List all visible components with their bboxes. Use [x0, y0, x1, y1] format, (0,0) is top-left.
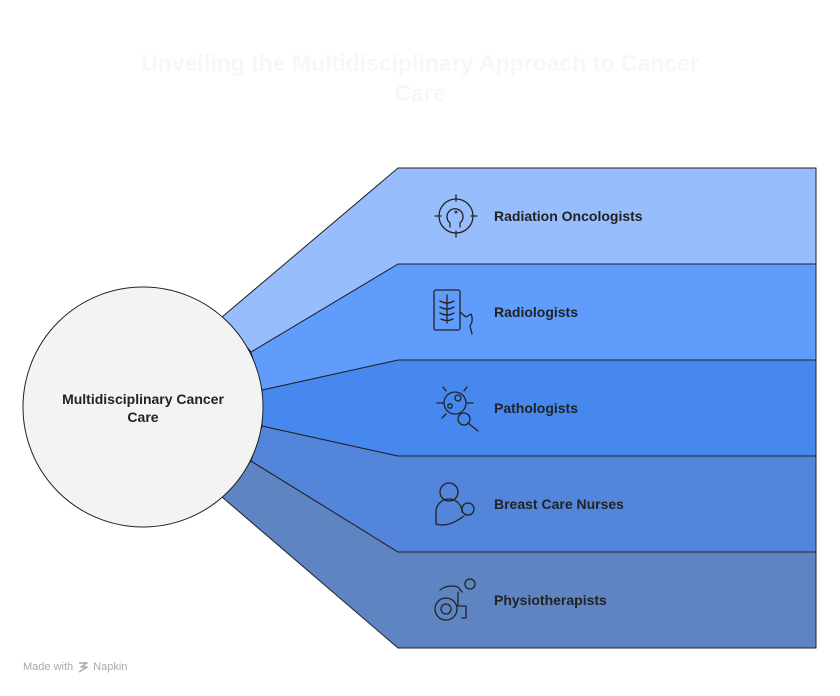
- branch-label-pathologists: Pathologists: [494, 400, 578, 416]
- napkin-logo-icon: [78, 662, 88, 673]
- cells-magnifier-icon: [436, 386, 479, 432]
- branch-label-radiologists: Radiologists: [494, 304, 578, 320]
- head-target-icon: [434, 194, 478, 238]
- center-label-line2: Care: [127, 409, 158, 425]
- center-node: [22, 286, 264, 528]
- wheelchair-exercise-icon: [434, 578, 476, 621]
- mother-child-icon: [435, 482, 475, 526]
- footer-made-with: Made with: [23, 661, 74, 673]
- xray-hand-icon: [433, 289, 473, 335]
- footer-brand: Napkin: [93, 661, 128, 673]
- center-label-line1: Multidisciplinary Cancer: [62, 391, 224, 407]
- diagram-title: Unveiling the Multidisciplinary Approach…: [141, 50, 699, 106]
- branch-label-radiation-oncologists: Radiation Oncologists: [494, 208, 643, 224]
- branch-label-physiotherapists: Physiotherapists: [494, 592, 607, 608]
- footer-credit: Made with Napkin: [23, 661, 127, 673]
- branch-label-breast-care-nurses: Breast Care Nurses: [494, 496, 624, 512]
